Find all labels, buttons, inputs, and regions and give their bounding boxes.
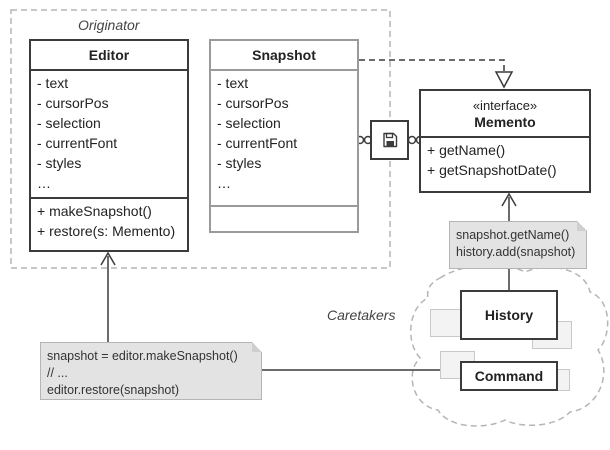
floppy-disk-icon (382, 132, 397, 148)
editor-methods: + makeSnapshot() + restore(s: Memento) (31, 199, 187, 245)
snapshot-class-name: Snapshot (211, 41, 357, 71)
realization-arrowhead (494, 71, 514, 89)
snapshot-methods (211, 207, 357, 231)
snapshot-field: - selection (217, 115, 281, 131)
editor-class[interactable]: Editor - text - cursorPos - selection - … (29, 39, 189, 252)
command-note-line: editor.restore(snapshot) (47, 383, 180, 397)
editor-field: … (37, 175, 51, 191)
history-to-memento-arrowhead (501, 192, 517, 207)
editor-field: - text (37, 75, 69, 91)
command-note: snapshot = editor.makeSnapshot() // ... … (40, 342, 262, 400)
editor-field: - selection (37, 115, 101, 131)
originator-boundary (10, 9, 391, 269)
snapshot-save-box[interactable] (370, 120, 409, 160)
editor-method: + makeSnapshot() (37, 203, 152, 219)
command-note-line: snapshot = editor.makeSnapshot() (47, 349, 238, 363)
snapshot-field: - styles (217, 155, 262, 171)
memento-method: + getSnapshotDate() (427, 162, 557, 178)
snapshot-fields: - text - cursorPos - selection - current… (211, 71, 357, 207)
memento-interface[interactable]: «interface» Memento + getName() + getSna… (419, 89, 591, 193)
memento-header: «interface» Memento (421, 91, 589, 138)
snapshot-field: - currentFont (217, 135, 298, 151)
snapshot-field: - text (217, 75, 249, 91)
originator-label: Originator (78, 17, 140, 33)
memento-methods: + getName() + getSnapshotDate() (421, 138, 589, 184)
memento-stereotype: «interface» (472, 98, 538, 113)
history-note-line: snapshot.getName() (456, 228, 570, 242)
note-fold (577, 221, 587, 231)
note-fold (252, 342, 262, 352)
command-class[interactable]: Command (460, 361, 558, 391)
editor-fields: - text - cursorPos - selection - current… (31, 71, 187, 199)
editor-field: - currentFont (37, 135, 118, 151)
history-note: snapshot.getName() history.add(snapshot) (449, 221, 587, 269)
editor-field: - cursorPos (37, 95, 109, 111)
history-class[interactable]: History (460, 290, 558, 340)
history-note-line: history.add(snapshot) (456, 245, 576, 259)
snapshot-field: - cursorPos (217, 95, 289, 111)
memento-name: Memento (474, 114, 536, 130)
command-to-editor-arrowhead (100, 251, 116, 266)
nesting-circle-3 (407, 135, 417, 145)
editor-method: + restore(s: Memento) (37, 223, 176, 239)
snapshot-field: … (217, 175, 231, 191)
command-note-line: // ... (47, 366, 68, 380)
realization-line (359, 59, 505, 72)
snapshot-class[interactable]: Snapshot - text - cursorPos - selection … (209, 39, 359, 233)
editor-class-name: Editor (31, 41, 187, 71)
memento-method: + getName() (427, 142, 506, 158)
editor-field: - styles (37, 155, 82, 171)
caretakers-label: Caretakers (327, 307, 396, 323)
